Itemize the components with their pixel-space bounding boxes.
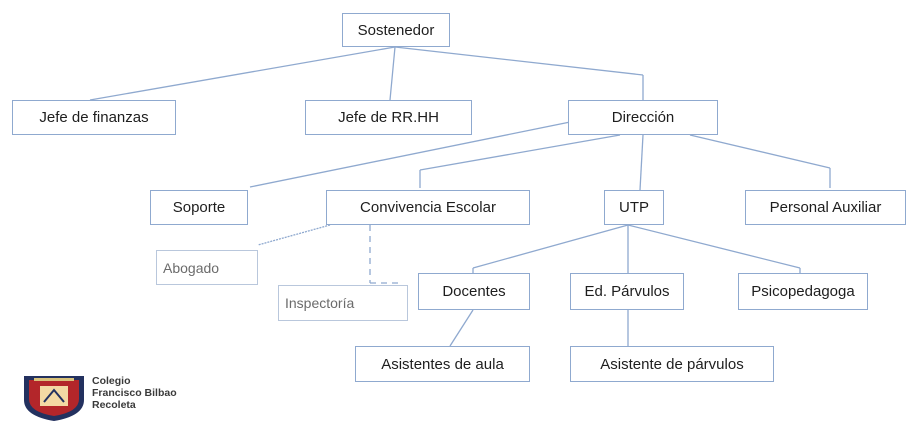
node-sostenedor: Sostenedor: [342, 13, 450, 47]
node-utp: UTP: [604, 190, 664, 225]
node-convivencia-escolar: Convivencia Escolar: [326, 190, 530, 225]
node-ed-parvulos: Ed. Párvulos: [570, 273, 684, 310]
node-personal-auxiliar: Personal Auxiliar: [745, 190, 906, 225]
school-name-line3: Recoleta: [92, 399, 136, 411]
node-soporte: Soporte: [150, 190, 248, 225]
school-name-line2: Francisco Bilbao: [92, 387, 177, 399]
school-shield-logo: [24, 376, 84, 421]
node-psicopedagoga: Psicopedagoga: [738, 273, 868, 310]
node-asistente-de-parvulos: Asistente de párvulos: [570, 346, 774, 382]
node-docentes: Docentes: [418, 273, 530, 310]
node-abogado: Abogado: [156, 250, 258, 285]
node-jefe-de-finanzas: Jefe de finanzas: [12, 100, 176, 135]
school-name: Colegio Francisco Bilbao Recoleta: [92, 375, 177, 411]
node-inspectoria: Inspectoría: [278, 285, 408, 321]
node-jefe-de-rrhh: Jefe de RR.HH: [305, 100, 472, 135]
node-asistentes-de-aula: Asistentes de aula: [355, 346, 530, 382]
school-name-line1: Colegio: [92, 375, 131, 387]
node-direccion: Dirección: [568, 100, 718, 135]
